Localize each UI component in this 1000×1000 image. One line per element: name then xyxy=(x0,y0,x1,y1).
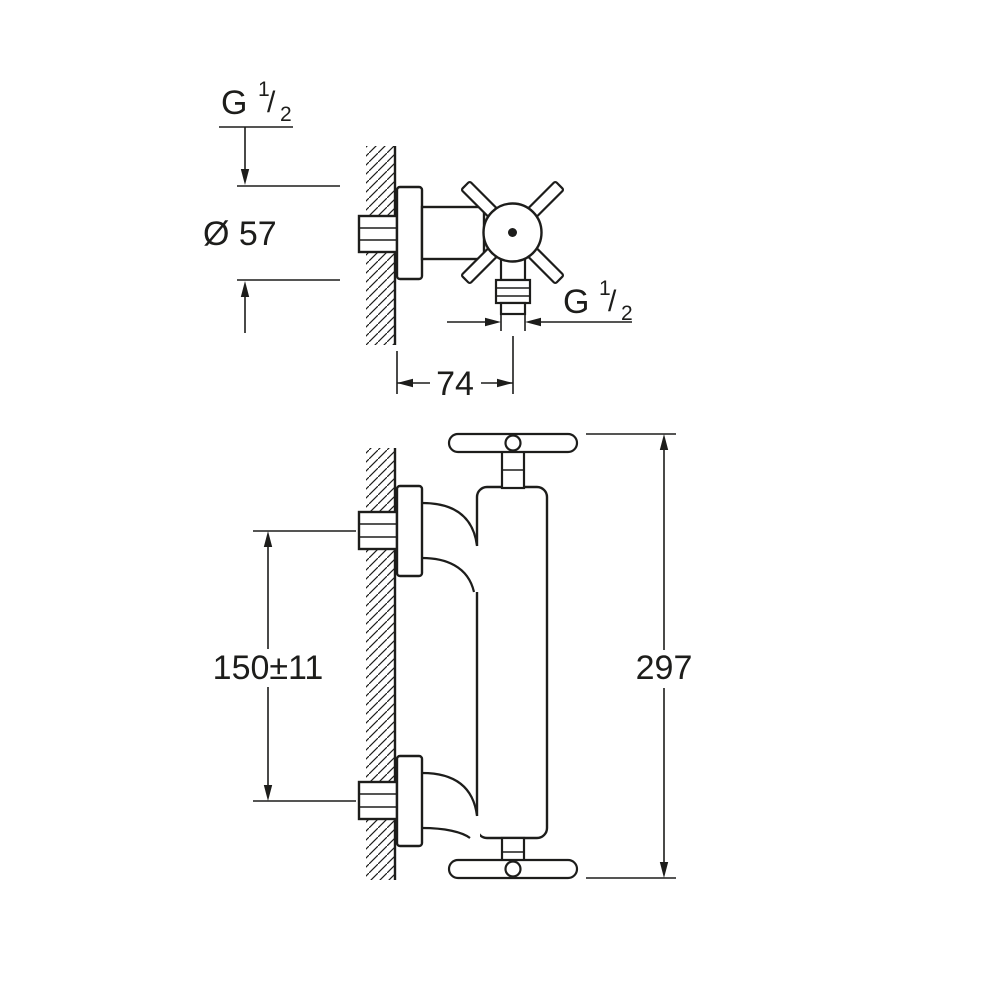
escutcheon xyxy=(395,484,424,578)
wall-thread-denominator: 2 xyxy=(280,103,292,126)
dim-wall-thread: G 1 / 2 xyxy=(219,78,293,185)
front-view: 150±11 297 xyxy=(213,432,693,880)
handle-front-arm xyxy=(504,434,522,452)
arrowhead-down xyxy=(240,169,250,185)
escutcheon xyxy=(395,754,424,848)
union-nut-body xyxy=(357,780,399,821)
inlet-bottom xyxy=(357,754,480,848)
arrowhead-left xyxy=(525,317,541,327)
arrowhead-right xyxy=(485,317,501,327)
inlet-distance-label: 150±11 xyxy=(213,649,324,687)
wall-thread-slash: / xyxy=(267,86,276,119)
handle-front-arm xyxy=(504,860,522,878)
wall-thread-letter: G xyxy=(221,84,247,122)
connector-curve xyxy=(421,826,471,839)
dim-overall-height-297: 297 xyxy=(586,433,693,879)
arrowhead-up xyxy=(240,281,250,297)
inlet-top xyxy=(357,484,480,593)
arrowhead-left xyxy=(397,378,413,388)
diameter-label: Ø 57 xyxy=(203,215,277,253)
dim-inlet-distance-150: 150±11 xyxy=(213,530,356,802)
arrowhead-up xyxy=(263,531,273,547)
union-nut-body xyxy=(357,214,399,254)
handle-stem xyxy=(500,836,526,863)
outlet-thread-slash: / xyxy=(608,285,617,318)
arrowhead-down xyxy=(659,862,669,878)
shower-outlet xyxy=(494,278,532,316)
outlet-thread-numerator: 1 xyxy=(599,277,611,300)
connector-curve xyxy=(421,501,479,547)
arrowhead-right xyxy=(497,378,513,388)
projection-label: 74 xyxy=(436,365,474,403)
cross-handle-top-side xyxy=(447,432,579,490)
cross-handle-bottom-side xyxy=(447,836,579,880)
wall-thread-numerator: 1 xyxy=(258,78,270,101)
connector-fill xyxy=(422,503,480,592)
escutcheon-side xyxy=(395,185,424,281)
arrowhead-down xyxy=(263,785,273,801)
valve-body-side xyxy=(420,205,486,261)
outlet-pipe-stub xyxy=(499,301,527,316)
arrowhead-up xyxy=(659,434,669,450)
union-nut xyxy=(357,214,399,254)
dim-outlet-thread: G 1 / 2 xyxy=(447,277,633,331)
outlet-thread-denominator: 2 xyxy=(621,302,633,325)
connector-curve xyxy=(421,556,476,593)
connector-curve xyxy=(421,771,479,817)
handle-center-dot xyxy=(508,228,517,237)
dim-projection-74: 74 xyxy=(396,336,514,403)
top-view: G 1 / 2 Ø 57 74 xyxy=(203,78,633,403)
outlet-nut xyxy=(494,278,532,305)
dim-diameter-57: Ø 57 xyxy=(203,185,340,333)
outlet-thread-letter: G xyxy=(563,283,589,321)
union-nut-body xyxy=(357,510,399,551)
mixer-body xyxy=(475,485,549,840)
overall-height-label: 297 xyxy=(636,649,693,687)
cross-handle-front xyxy=(460,180,565,285)
